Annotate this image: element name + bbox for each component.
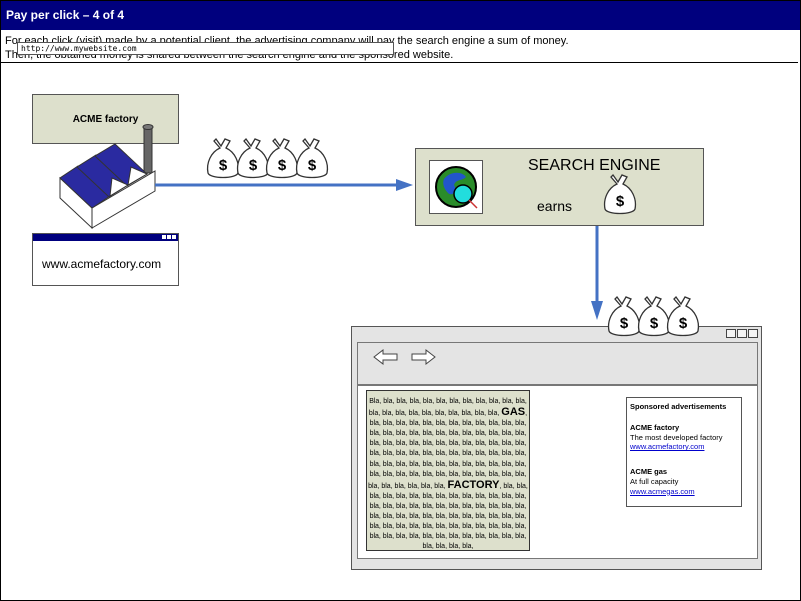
website-body-text: Bla, bla, bla, bla, bla, bla, bla, bla, …	[366, 390, 530, 551]
sponsored-heading: Sponsored advertisements	[630, 402, 727, 411]
window-title-bar	[33, 234, 178, 241]
body-text-3: bla, bla, bla, bla, bla, bla, bla, bla, …	[369, 492, 527, 551]
ad-link[interactable]: www.acmegas.com	[630, 486, 695, 496]
money-bag-icon: $	[206, 137, 240, 179]
dollar-sign: $	[308, 157, 317, 174]
page-title: Pay per click – 4 of 4	[6, 8, 125, 22]
body-text-2: bla, bla, bla, bla, bla, bla, bla, bla, …	[368, 420, 527, 490]
money-bag-icon: $	[603, 173, 637, 215]
factory-url: www.acmefactory.com	[42, 257, 162, 271]
body-text-post-factory: , bla, bla, bla, bla,	[369, 482, 528, 500]
body-text-post-gas: , bla, bla, bla, bla, bla, bla,	[369, 410, 528, 428]
search-engine-title: SEARCH ENGINE	[528, 157, 661, 174]
ad-description: At full capacity	[630, 476, 679, 486]
keyword-factory: FACTORY	[447, 478, 500, 491]
dollar-sign: $	[620, 315, 629, 332]
dollar-sign: $	[616, 193, 625, 210]
factory-label: ACME factory	[72, 113, 139, 125]
money-bag-icon: $	[265, 137, 299, 179]
dollar-sign: $	[278, 157, 287, 174]
maximize-button[interactable]	[737, 329, 747, 338]
ad-name: ACME gas	[630, 467, 668, 477]
body-text-pre-gas: bla, bla,	[474, 410, 500, 418]
globe-icon	[435, 166, 478, 209]
factory-label-box: ACME factory	[32, 94, 179, 144]
dollar-sign: $	[249, 157, 258, 174]
ad-name: ACME factory	[630, 422, 680, 432]
factory-website-window: www.acmefactory.com	[32, 233, 179, 286]
body-text-1: Bla, bla, bla, bla, bla, bla, bla, bla, …	[368, 398, 527, 418]
body-text-pre-factory: bla, bla,	[421, 482, 446, 490]
money-bag-icon: $	[607, 295, 641, 337]
browser-toolbar	[357, 342, 758, 385]
back-arrow-icon[interactable]	[373, 348, 399, 366]
ad-description: The most developed factory	[630, 432, 723, 442]
title-bar: Pay per click – 4 of 4	[1, 1, 800, 30]
factory-icon	[59, 124, 156, 230]
keyword-gas: GAS	[501, 406, 526, 419]
money-bag-icon: $	[236, 137, 270, 179]
ad-link[interactable]: www.acmefactory.com	[630, 442, 705, 452]
minimize-button[interactable]	[726, 329, 736, 338]
money-bag-icon: $	[666, 295, 700, 337]
close-button[interactable]	[748, 329, 758, 338]
forward-arrow-icon[interactable]	[410, 348, 436, 366]
dollar-sign: $	[650, 315, 659, 332]
dollar-sign: $	[219, 157, 228, 174]
money-bag-icon: $	[295, 137, 329, 179]
address-bar[interactable]: http://www.mywebsite.com	[17, 42, 394, 55]
search-engine-logo	[429, 160, 483, 214]
sponsored-ads-panel: Sponsored advertisements ACME factory Th…	[626, 397, 742, 507]
money-bag-icon: $	[637, 295, 671, 337]
earns-label: earns	[537, 198, 573, 214]
dollar-sign: $	[679, 315, 688, 332]
